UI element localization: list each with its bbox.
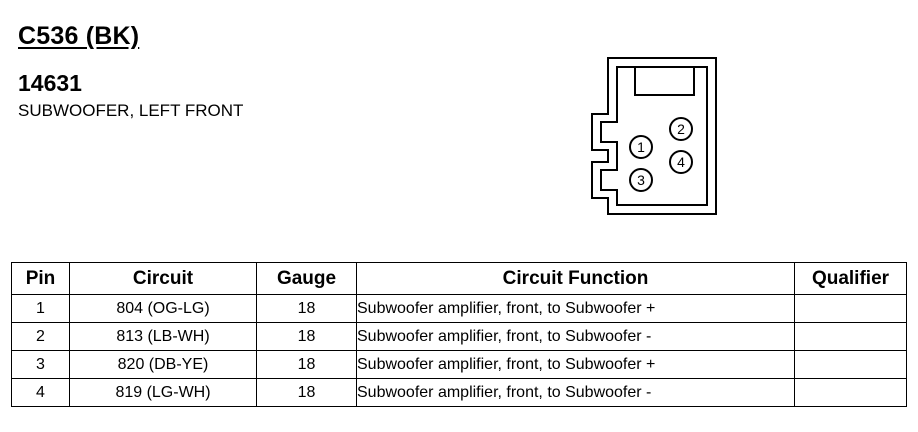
- cell-qualifier: [794, 322, 907, 351]
- cell-function: Subwoofer amplifier, front, to Subwoofer…: [356, 294, 795, 323]
- cell-pin: 1: [11, 294, 70, 323]
- pin-label-3: 3: [637, 172, 645, 188]
- table-row: 2 813 (LB-WH) 18 Subwoofer amplifier, fr…: [11, 322, 907, 351]
- connector-outline: [591, 57, 717, 215]
- cell-function: Subwoofer amplifier, front, to Subwoofer…: [356, 322, 795, 351]
- header-gauge: Gauge: [256, 262, 357, 295]
- cell-qualifier: [794, 378, 907, 407]
- pin-cavity-2: [669, 117, 693, 141]
- connector-id: C536 (BK): [18, 22, 140, 50]
- cell-pin: 4: [11, 378, 70, 407]
- pin-label-2: 2: [677, 121, 685, 137]
- pin-cavity-3: [629, 168, 653, 192]
- cell-circuit: 804 (OG-LG): [69, 294, 257, 323]
- pin-cavity-1: [629, 135, 653, 159]
- cell-qualifier: [794, 350, 907, 379]
- cell-function: Subwoofer amplifier, front, to Subwoofer…: [356, 378, 795, 407]
- header-qualifier: Qualifier: [794, 262, 907, 295]
- table-row: 1 804 (OG-LG) 18 Subwoofer amplifier, fr…: [11, 294, 907, 323]
- header-pin: Pin: [11, 262, 70, 295]
- cell-gauge: 18: [256, 350, 357, 379]
- cell-circuit: 819 (LG-WH): [69, 378, 257, 407]
- pin-label-1: 1: [637, 139, 645, 155]
- connector-inner-outline: [600, 66, 708, 206]
- cell-gauge: 18: [256, 294, 357, 323]
- header-circuit-function: Circuit Function: [356, 262, 795, 295]
- cell-pin: 2: [11, 322, 70, 351]
- cell-pin: 3: [11, 350, 70, 379]
- part-number: 14631: [18, 70, 82, 96]
- connector-latch: [634, 66, 695, 96]
- cell-circuit: 813 (LB-WH): [69, 322, 257, 351]
- cell-gauge: 18: [256, 322, 357, 351]
- cell-circuit: 820 (DB-YE): [69, 350, 257, 379]
- cell-function: Subwoofer amplifier, front, to Subwoofer…: [356, 350, 795, 379]
- pinout-table: Pin Circuit Gauge Circuit Function Quali…: [11, 262, 907, 407]
- header-circuit: Circuit: [69, 262, 257, 295]
- cell-gauge: 18: [256, 378, 357, 407]
- connector-description: SUBWOOFER, LEFT FRONT: [18, 101, 244, 120]
- table-row: 3 820 (DB-YE) 18 Subwoofer amplifier, fr…: [11, 350, 907, 379]
- pin-cavity-4: [669, 150, 693, 174]
- pin-label-4: 4: [677, 154, 685, 170]
- cell-qualifier: [794, 294, 907, 323]
- table-row: 4 819 (LG-WH) 18 Subwoofer amplifier, fr…: [11, 378, 907, 407]
- table-header-row: Pin Circuit Gauge Circuit Function Quali…: [11, 262, 907, 295]
